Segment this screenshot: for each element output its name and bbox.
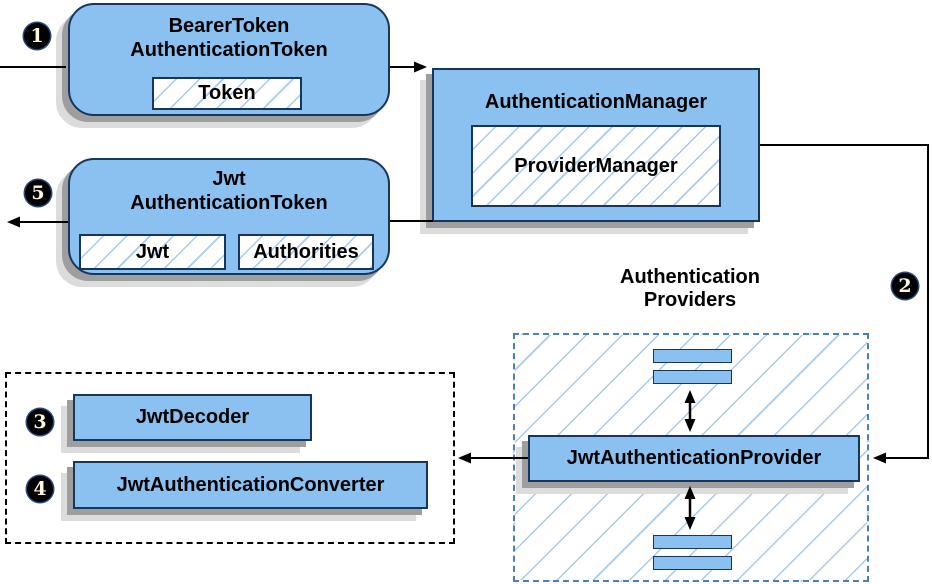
providers-group-label: Authentication Providers <box>590 266 790 312</box>
authentication-manager-title: AuthenticationManager <box>484 91 708 113</box>
authorities-field: Authorities <box>238 234 374 270</box>
jwt-token-title: Jwt AuthenticationToken <box>70 160 388 215</box>
node-jwt-decoder: JwtDecoder <box>73 394 312 441</box>
provider-placeholder-bar-bottom-1 <box>653 535 732 549</box>
step-badge-5: 5 <box>25 180 51 206</box>
step-badge-3: 3 <box>27 409 53 435</box>
jwt-field: Jwt <box>79 234 226 270</box>
bearer-token-title-line1: BearerToken <box>168 15 290 37</box>
provider-placeholder-bar-top-1 <box>653 349 732 363</box>
node-bearer-token-authentication-token: BearerToken AuthenticationToken Token <box>68 3 390 116</box>
node-jwt-authentication-provider: JwtAuthenticationProvider <box>528 435 860 482</box>
providers-group-label-line1: Authentication <box>620 266 760 288</box>
providers-group-label-line2: Providers <box>643 289 737 311</box>
provider-manager-box: ProviderManager <box>471 125 721 207</box>
step-badge-2: 2 <box>892 273 918 299</box>
bearer-token-title: BearerToken AuthenticationToken <box>70 5 388 62</box>
jwt-token-title-line1: Jwt <box>212 168 246 190</box>
step-badge-4: 4 <box>27 476 53 502</box>
node-authentication-manager: AuthenticationManager ProviderManager <box>432 68 760 222</box>
step-badge-1: 1 <box>24 23 50 49</box>
token-field: Token <box>152 77 302 110</box>
jwt-token-title-line2: AuthenticationToken <box>130 192 328 214</box>
provider-placeholder-bar-bottom-2 <box>653 556 732 570</box>
node-jwt-authentication-token: Jwt AuthenticationToken Jwt Authorities <box>68 158 390 275</box>
node-jwt-authentication-converter: JwtAuthenticationConverter <box>73 461 428 509</box>
bearer-token-title-line2: AuthenticationToken <box>130 39 328 61</box>
provider-placeholder-bar-top-2 <box>653 370 732 384</box>
